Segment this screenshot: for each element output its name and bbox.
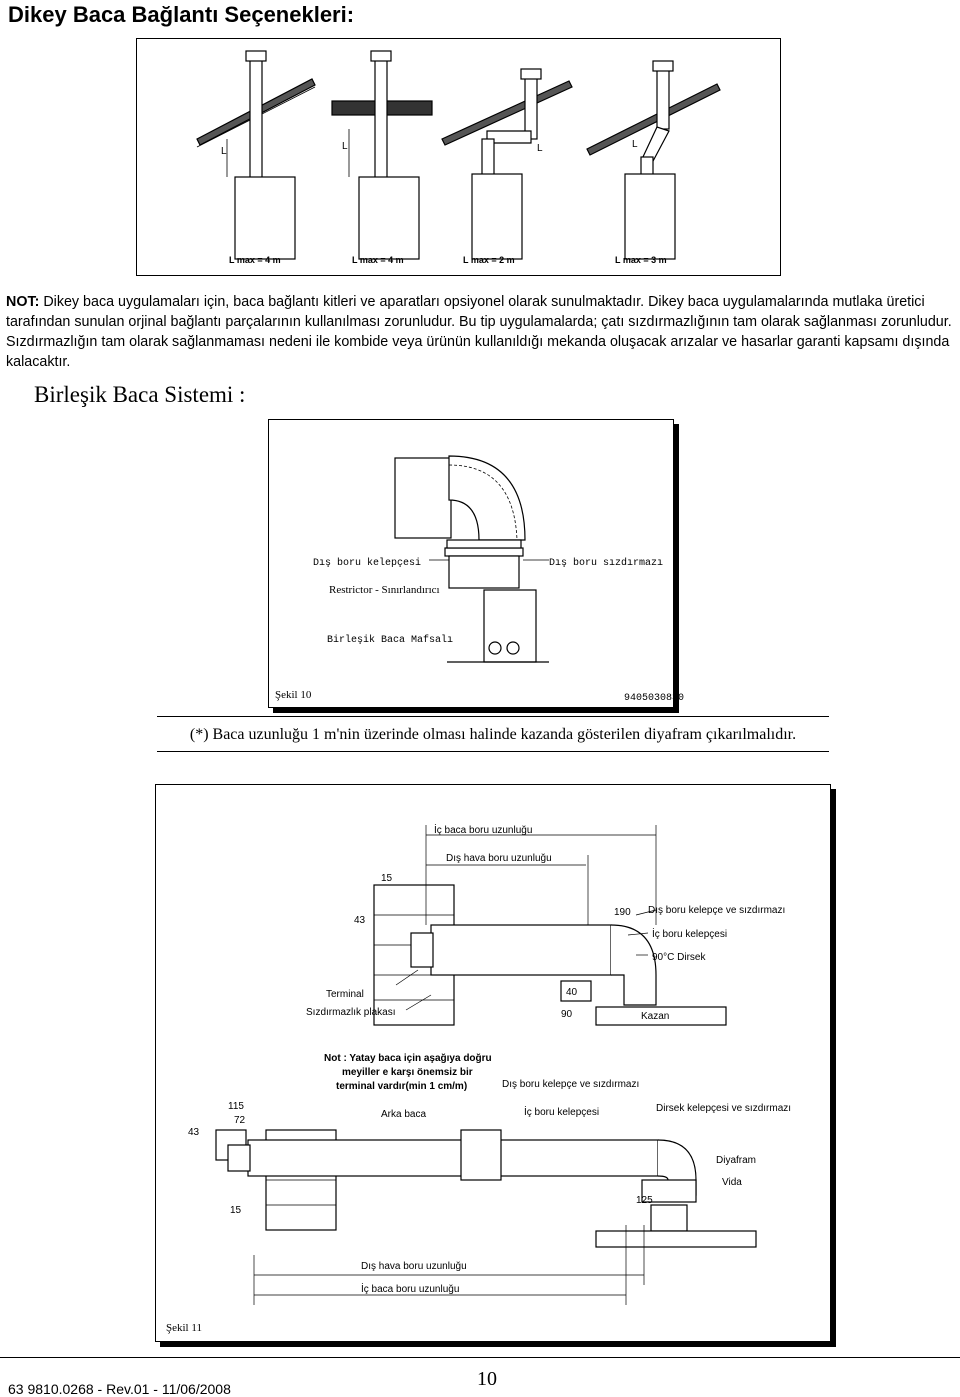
lmax-label-1: L max = 4 m: [229, 255, 281, 265]
vertical-flue-drawing: L L L L L max = 4 m L max = 4 m L max = …: [196, 50, 721, 265]
joint-label: Birleşik Baca Mafsalı: [327, 634, 453, 646]
note-line-2: meyiller e karşı önemsiz bir: [342, 1067, 473, 1078]
footer-divider: [0, 1357, 960, 1358]
inner-pipe-length-top: İç baca boru uzunluğu: [434, 823, 532, 836]
inner-pipe-length-bottom: İç baca boru uzunluğu: [361, 1282, 459, 1295]
figure-11: İç baca boru uzunluğu Dış hava boru uzun…: [155, 784, 831, 1342]
figure-10-code: 9405030830: [624, 693, 684, 704]
note-paragraph: NOT: Dikey baca uygulamaları için, baca …: [6, 292, 956, 372]
note-line-3: terminal vardır(min 1 cm/m): [336, 1081, 467, 1092]
outer-clamp-seal-label-2: Dış boru kelepçe ve sızdırmazı: [502, 1079, 639, 1090]
flue-option-4: [586, 60, 721, 260]
diaphragm-label: Diyafram: [716, 1155, 756, 1166]
lmax-label-4: L max = 3 m: [615, 255, 667, 265]
note-line-1: Not : Yatay baca için aşağıya doğru: [324, 1053, 492, 1064]
footer-doc-id: 63 9810.0268 - Rev.01 - 11/06/2008: [8, 1381, 231, 1397]
screw-label: Vida: [722, 1177, 742, 1188]
figure-11-caption: Şekil 11: [166, 1322, 202, 1334]
note-text: Dikey baca uygulamaları için, baca bağla…: [6, 294, 952, 370]
l-label-4: L: [632, 139, 638, 150]
dim-190: 190: [614, 907, 631, 918]
flue-option-2: [331, 50, 433, 260]
elbow-clamp-seal-label: Dirsek kelepçesi ve sızdırmazı: [656, 1103, 791, 1114]
outer-clamp-label: Dış boru kelepçesi: [313, 557, 421, 569]
dim-40: 40: [566, 987, 578, 998]
dim-15-top: 15: [381, 873, 393, 884]
page-number: 10: [477, 1368, 497, 1390]
vertical-flue-figure: L L L L L max = 4 m L max = 4 m L max = …: [136, 38, 781, 276]
outer-seal-label: Dış boru sızdırmazı: [549, 557, 663, 569]
horizontal-flue-drawing: İç baca boru uzunluğu Dış hava boru uzun…: [166, 823, 791, 1334]
l-label-2: L: [342, 141, 348, 152]
inner-clamp-label: İç boru kelepçesi: [652, 927, 727, 940]
terminal-label: Terminal: [326, 989, 364, 1000]
dim-43-top: 43: [354, 915, 366, 926]
page-title: Dikey Baca Bağlantı Seçenekleri:: [8, 2, 355, 27]
seal-plate-label: Sızdırmazlık plakası: [306, 1007, 395, 1018]
outer-clamp-seal-label: Dış boru kelepçe ve sızdırmazı: [648, 905, 785, 916]
flue-option-1: [196, 50, 316, 260]
back-chimney-label: Arka baca: [381, 1109, 426, 1120]
combined-flue-drawing: Dış boru kelepçesi Dış boru sızdırmazı R…: [275, 455, 684, 704]
flue-option-3: [441, 68, 573, 260]
lmax-label-2: L max = 4 m: [352, 255, 404, 265]
note-bold: NOT:: [6, 294, 40, 310]
section-title: Birleşik Baca Sistemi :: [34, 382, 246, 407]
outer-pipe-length-bottom: Dış hava boru uzunluğu: [361, 1261, 467, 1272]
boiler-label: Kazan: [641, 1011, 669, 1022]
elbow-90-label: 90°C Dirsek: [652, 952, 706, 963]
outer-pipe-length-top: Dış hava boru uzunluğu: [446, 853, 552, 864]
dim-115: 115: [228, 1101, 244, 1112]
restrictor-label: Restrictor - Sınırlandırıcı: [329, 584, 440, 596]
l-label-1: L: [221, 146, 227, 157]
dim-125: 125: [636, 1195, 653, 1206]
l-label-3: L: [537, 143, 543, 154]
inner-clamp-label-2: İç boru kelepçesi: [524, 1105, 599, 1118]
lmax-label-3: L max = 2 m: [463, 255, 515, 265]
dim-15-bottom: 15: [230, 1205, 242, 1216]
dim-72: 72: [234, 1115, 246, 1126]
figure-10: Dış boru kelepçesi Dış boru sızdırmazı R…: [268, 419, 684, 708]
figure-10-caption: Şekil 10: [275, 689, 312, 701]
diaphragm-note: (*) Baca uzunluğu 1 m'nin üzerinde olmas…: [157, 716, 829, 752]
dim-43-bottom: 43: [188, 1127, 200, 1138]
dim-90: 90: [561, 1009, 573, 1020]
